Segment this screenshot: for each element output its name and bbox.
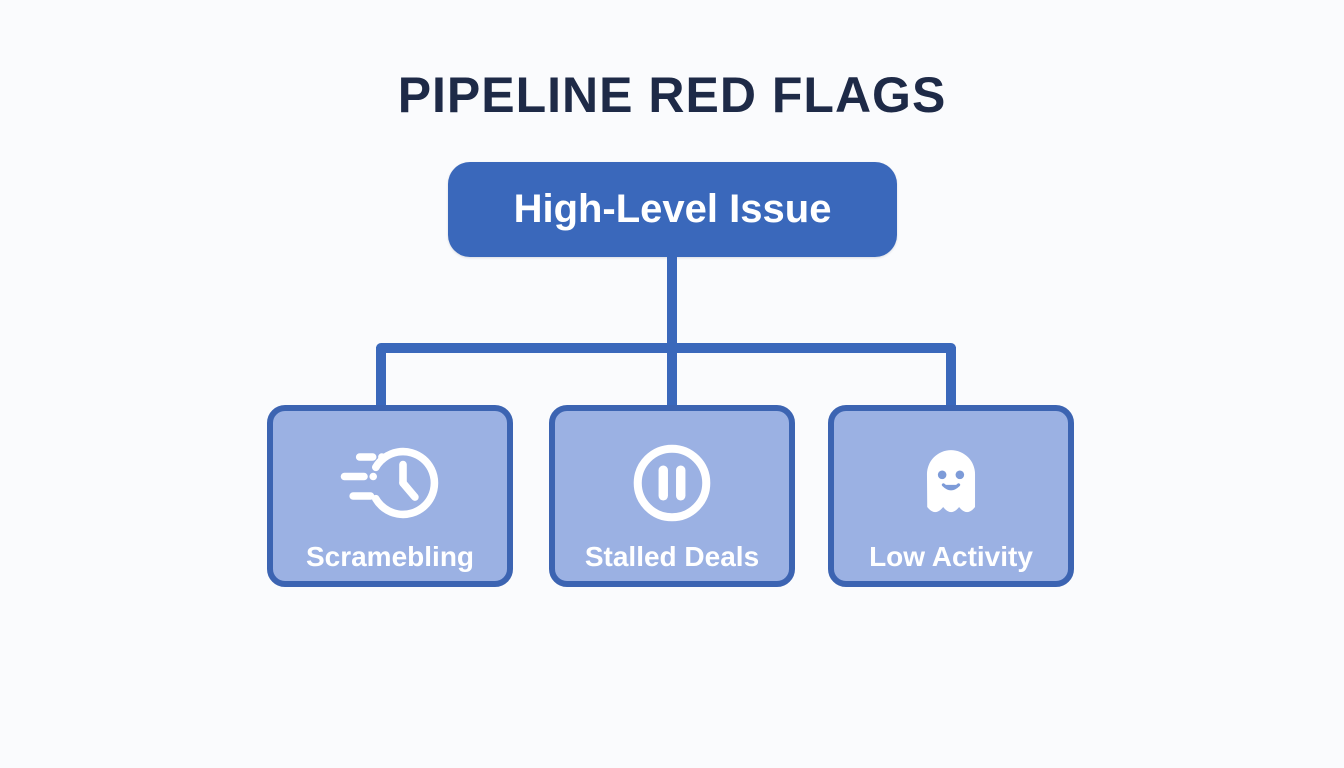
root-node: High-Level Issue — [448, 162, 897, 257]
connector-drop-middle — [667, 347, 677, 409]
child-node-label: Low Activity — [869, 541, 1033, 572]
connector-stem — [667, 254, 677, 350]
speed-clock-icon — [338, 435, 442, 531]
ghost-icon — [910, 435, 992, 531]
diagram-title: PIPELINE RED FLAGS — [397, 67, 947, 123]
child-node-label: Scramebling — [305, 541, 475, 572]
connector-drop-right — [946, 347, 956, 409]
child-node-stalled-deals: Stalled Deals — [549, 405, 795, 587]
child-node-low-activity: Low Activity — [828, 405, 1074, 587]
child-node-scrambling: Scramebling — [267, 405, 513, 587]
pause-circle-icon — [629, 435, 715, 531]
connector-drop-left — [376, 347, 386, 409]
root-node-label: High-Level Issue — [513, 187, 832, 231]
child-node-label: Stalled Deals — [584, 541, 760, 572]
connector-horizontal-bar — [376, 343, 956, 353]
